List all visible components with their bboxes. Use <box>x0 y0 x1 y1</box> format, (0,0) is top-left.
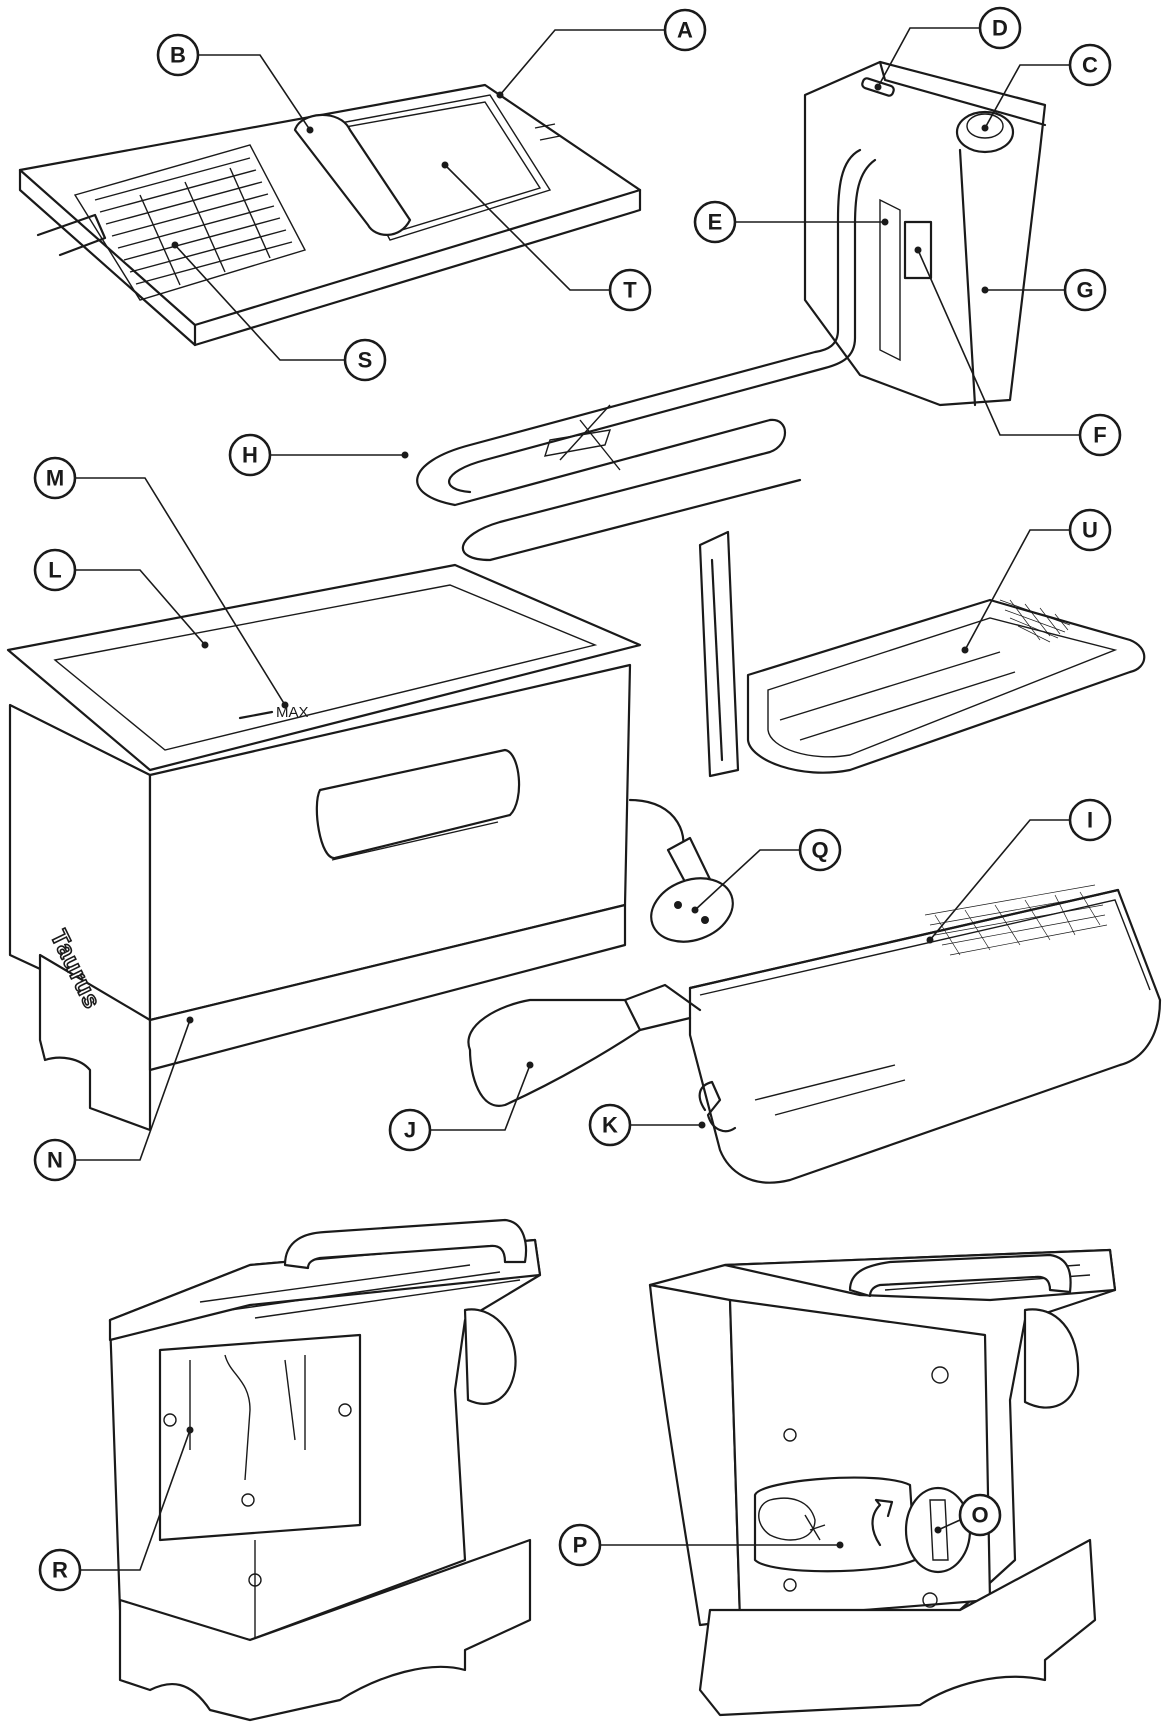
leader-lines <box>75 27 1080 1571</box>
oil-bowl-inner <box>53 584 598 751</box>
callout-E: E <box>693 200 737 244</box>
svg-text:I: I <box>1087 808 1093 833</box>
callout-O: O <box>958 1493 1002 1537</box>
svg-text:H: H <box>242 443 258 468</box>
leader-B <box>178 54 311 131</box>
callout-D: D <box>978 6 1022 50</box>
thermostat-knob <box>955 110 1015 154</box>
leader-M <box>75 477 286 706</box>
basket-hook <box>698 1080 737 1133</box>
callout-F: F <box>1078 413 1122 457</box>
basket-mesh-small <box>999 599 1071 643</box>
callout-T: T <box>608 268 652 312</box>
leader-T <box>444 164 610 291</box>
callout-C: C <box>1068 43 1112 87</box>
fryer-front-view <box>108 1218 542 1722</box>
arrow-icon <box>871 1498 894 1547</box>
leader-L <box>75 569 206 646</box>
svg-text:A: A <box>677 18 693 43</box>
svg-text:G: G <box>1076 278 1093 303</box>
side-view-handle <box>848 1253 1072 1298</box>
svg-text:F: F <box>1093 423 1106 448</box>
lid <box>18 83 642 347</box>
svg-text:S: S <box>358 348 373 373</box>
fryer-side-view <box>648 1248 1117 1717</box>
callout-N: N <box>33 1138 77 1182</box>
callout-B: B <box>156 33 200 77</box>
svg-text:T: T <box>623 278 637 303</box>
basket-handle <box>467 998 642 1107</box>
svg-text:P: P <box>573 1533 588 1558</box>
leader-R <box>80 1429 191 1571</box>
lid-handle <box>293 113 412 236</box>
callout-U: U <box>1068 508 1112 552</box>
small-basket <box>698 530 1146 778</box>
leader-Q <box>694 849 800 911</box>
callout-P: P <box>558 1523 602 1567</box>
leader-D <box>877 27 980 88</box>
svg-text:C: C <box>1082 53 1098 78</box>
filter-grille <box>94 157 293 286</box>
callout-J: J <box>388 1108 432 1152</box>
side-panel <box>728 1298 992 1622</box>
callout-I: I <box>1068 798 1112 842</box>
leader-I <box>929 819 1070 941</box>
svg-text:K: K <box>602 1113 618 1138</box>
svg-text:B: B <box>170 43 186 68</box>
basket-mesh-large <box>924 884 1108 956</box>
svg-text:U: U <box>1082 518 1098 543</box>
leader-J <box>430 1064 531 1131</box>
svg-text:R: R <box>52 1558 68 1583</box>
side-handle <box>315 748 521 860</box>
heating-element <box>416 148 877 562</box>
svg-text:E: E <box>708 210 723 235</box>
callout-R: R <box>38 1548 82 1592</box>
mains-plug <box>650 836 734 943</box>
cord-compartment <box>753 1476 917 1573</box>
leader-A <box>499 29 665 96</box>
svg-text:L: L <box>48 558 61 583</box>
leader-C <box>984 64 1070 129</box>
leader-U <box>964 529 1070 651</box>
callout-S: S <box>343 338 387 382</box>
svg-text:D: D <box>992 16 1008 41</box>
callout-L: L <box>33 548 77 592</box>
callout-Q: Q <box>798 828 842 872</box>
max-label: MAX <box>276 704 309 721</box>
front-view-handle <box>283 1218 528 1270</box>
max-line <box>238 710 274 720</box>
callout-G: G <box>1063 268 1107 312</box>
leader-F <box>917 249 1080 436</box>
leader-N <box>75 1019 191 1161</box>
callout-K: K <box>588 1103 632 1147</box>
element-mount-plate <box>158 1333 362 1542</box>
callout-H: H <box>228 433 272 477</box>
callout-A: A <box>663 8 707 52</box>
leader-S <box>174 244 345 361</box>
filter-frame <box>73 144 307 301</box>
leader-O <box>937 1519 961 1531</box>
control-unit <box>803 60 1047 407</box>
svg-text:O: O <box>971 1503 988 1528</box>
svg-text:N: N <box>47 1148 63 1173</box>
fryer-body: Taurus MAX <box>6 563 685 1132</box>
callout-M: M <box>33 456 77 500</box>
large-basket <box>467 884 1162 1184</box>
svg-text:J: J <box>404 1118 416 1143</box>
svg-text:M: M <box>46 466 64 491</box>
svg-text:Q: Q <box>811 838 828 863</box>
